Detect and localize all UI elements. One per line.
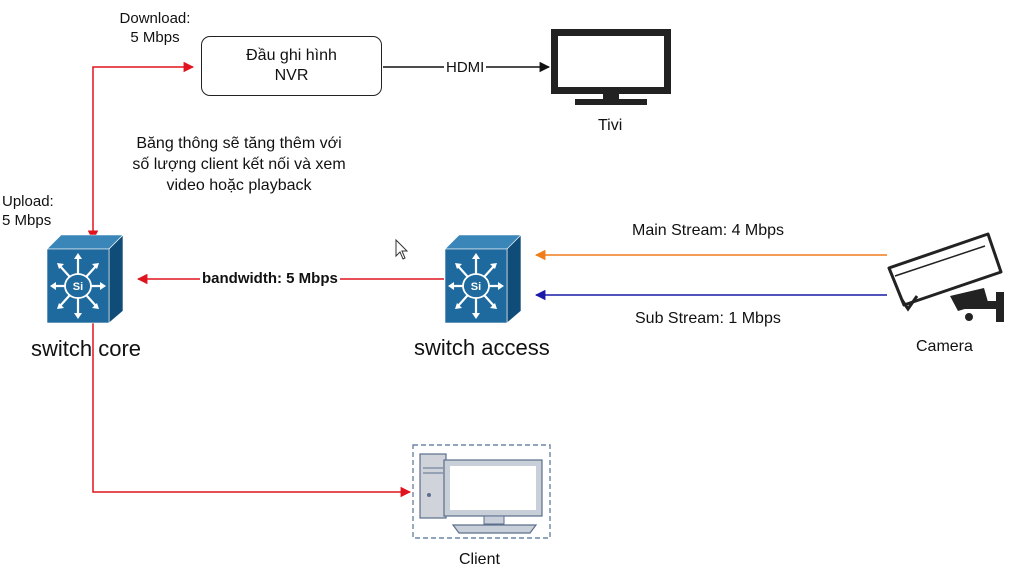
client-label: Client <box>459 551 500 568</box>
nvr-label-line1: Đầu ghi hình <box>246 47 337 64</box>
edge-core-to-nvr <box>87 61 195 242</box>
camera-icon <box>887 232 1004 322</box>
switch-access-label: switch access <box>414 335 550 360</box>
switch-access-icon <box>443 233 523 325</box>
main-stream-label: Main Stream: 4 Mbps <box>632 222 785 239</box>
upload-annotation: Upload: 5 Mbps <box>2 193 54 229</box>
switch-core-label: switch core <box>31 336 142 361</box>
edge-core-to-client <box>92 322 412 498</box>
hdmi-label: HDMI <box>444 58 487 77</box>
bandwidth-note: Băng thông sẽ tăng thêm với số lượng cli… <box>132 135 346 194</box>
bandwidth-label: bandwidth: 5 Mbps <box>200 269 340 288</box>
switch-core-chip: Si <box>73 281 83 293</box>
switch-core-icon <box>45 233 125 325</box>
tivi-label: Tivi <box>598 117 623 134</box>
camera-label: Camera <box>916 338 973 355</box>
nvr-label-line2: NVR <box>274 67 309 84</box>
client-computer-icon <box>412 444 551 539</box>
download-annotation: Download: 5 Mbps <box>119 10 191 46</box>
sub-stream-label: Sub Stream: 1 Mbps <box>635 310 781 327</box>
switch-access-chip: Si <box>471 281 481 293</box>
tivi-icon <box>551 29 671 105</box>
mouse-cursor-icon <box>395 238 409 260</box>
nvr-node: Đầu ghi hình NVR <box>201 36 382 96</box>
